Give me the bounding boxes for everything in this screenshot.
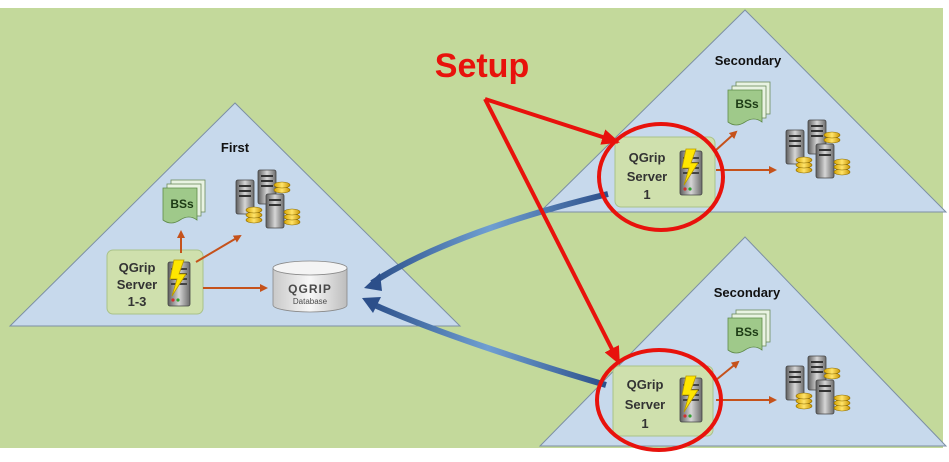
secondary-bottom-server-line3: 1 [641, 416, 648, 431]
secondary-top-server-line2: Server [627, 169, 667, 184]
first-arrow-to-servers [195, 234, 242, 263]
secondary-bottom-title: Secondary [714, 285, 781, 300]
first-bs-label: BSs [170, 197, 194, 211]
replication-arrow-bottom [362, 297, 607, 388]
first-server-line1: QGrip [119, 260, 156, 275]
lightning-icon [679, 148, 703, 196]
secondary-top-server-line1: QGrip [629, 150, 666, 165]
secondary-top-bs-label: BSs [735, 97, 759, 111]
first-site: First BSs QGrip Server 1-3 QGRIP Databas… [106, 140, 348, 315]
white-top-edge [0, 0, 949, 8]
first-server-line2: Server [117, 277, 157, 292]
first-server-line3: 1-3 [128, 294, 147, 309]
secondary-top-highlight-circle [597, 122, 725, 232]
secondary-bottom-server-line2: Server [625, 397, 665, 412]
first-title: First [221, 140, 250, 155]
secondary-top-server-line3: 1 [643, 187, 650, 202]
setup-label: Setup [435, 47, 529, 85]
secondary-bottom-site: Secondary BSs QGrip Server 1 [595, 285, 851, 452]
replication-arrow-top [364, 191, 609, 291]
setup-arrow-to-bottom [483, 98, 621, 365]
database-logo: QGRIP [288, 282, 332, 296]
secondary-bottom-server-line1: QGrip [627, 377, 664, 392]
database-icon [272, 260, 348, 313]
secondary-top-site: Secondary BSs QGrip Server 1 [597, 53, 851, 232]
secondary-top-arrow-to-bss [715, 130, 738, 151]
white-right-edge [943, 0, 949, 457]
lightning-icon [167, 259, 191, 307]
secondary-bottom-highlight-circle [595, 348, 723, 452]
setup-arrow-to-top [484, 97, 620, 145]
database-label: Database [293, 297, 328, 306]
secondary-bottom-bs-label: BSs [735, 325, 759, 339]
white-bottom-edge [0, 448, 949, 457]
lightning-icon [679, 375, 703, 423]
secondary-top-title: Secondary [715, 53, 782, 68]
secondary-bottom-arrow-to-bss [715, 360, 740, 381]
setup-callout: Setup [435, 47, 621, 365]
